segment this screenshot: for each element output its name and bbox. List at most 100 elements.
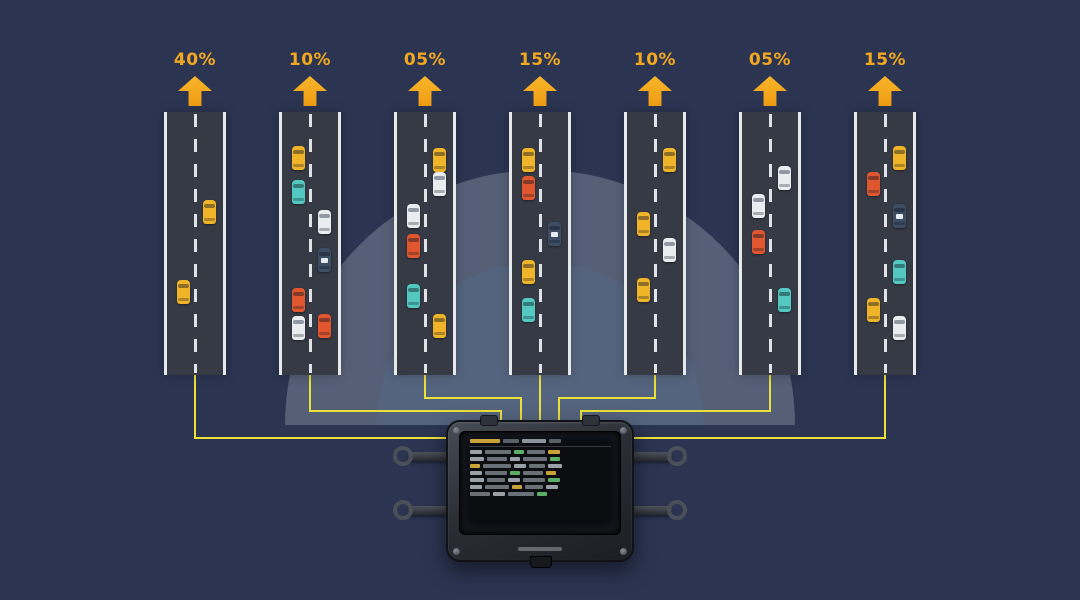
car-windshield [894,320,905,324]
car-icon [522,298,535,322]
percentage-label: 10% [633,50,677,70]
up-arrow-icon [638,76,672,106]
up-arrow-icon [293,76,327,106]
car-icon [407,234,420,258]
car-windshield [408,238,419,242]
car-windshield [868,302,879,306]
car-rear-window [434,166,445,169]
car-rear-window [868,190,879,193]
car-windshield [293,292,304,296]
connector-line [632,437,886,439]
car-icon [522,176,535,200]
car-icon [637,212,650,236]
car-windshield [523,302,534,306]
road-lane [854,112,916,375]
screen-divider [469,446,611,447]
car-icon [433,314,446,338]
car-rear-window [523,316,534,319]
car-rear-window [523,278,534,281]
car-icon [778,288,791,312]
car-rear-window [638,230,649,233]
road-lane [394,112,456,375]
car-rear-window [408,302,419,305]
corner-bolt [620,548,627,555]
device-screen [465,436,615,528]
car-windshield [664,242,675,246]
car-icon [893,260,906,284]
screen-data-table [465,439,615,496]
car-windshield [319,318,330,322]
connector-line [424,397,522,399]
car-icon [318,210,331,234]
car-windshield [894,150,905,154]
police-stripe [896,214,903,219]
car-rear-window [293,198,304,201]
device-antenna-mount [632,500,687,520]
car-windshield [293,184,304,188]
connector-line [520,397,522,422]
device-antenna-mount [632,446,687,466]
percentage-label: 15% [863,50,907,70]
percentage-label: 15% [518,50,562,70]
connector-line [309,410,502,412]
road-lane [739,112,801,375]
car-icon [407,284,420,308]
connector-line [309,375,311,411]
device-brand-label [518,547,562,551]
car-icon [548,222,561,246]
car-icon [318,314,331,338]
screen-data-row [470,478,610,482]
car-rear-window [894,164,905,167]
car-icon [292,180,305,204]
car-icon [292,316,305,340]
car-rear-window [549,240,560,243]
antenna-eyelet [667,446,687,466]
screen-data-row [470,464,610,468]
radar-device [393,415,687,568]
car-rear-window [434,332,445,335]
car-windshield [523,264,534,268]
car-rear-window [408,222,419,225]
antenna-eyelet [393,500,413,520]
screen-data-row [470,450,610,454]
car-rear-window [523,166,534,169]
car-windshield [178,284,189,288]
connector-line [580,410,771,412]
car-windshield [549,226,560,230]
car-icon [292,288,305,312]
car-icon [663,238,676,262]
screen-data-row [470,457,610,461]
car-rear-window [204,218,215,221]
car-rear-window [753,212,764,215]
car-windshield [868,176,879,180]
connector-line [194,375,196,438]
road-lane [164,112,226,375]
car-rear-window [894,222,905,225]
car-icon [663,148,676,172]
up-arrow-icon [868,76,902,106]
car-windshield [434,152,445,156]
car-rear-window [868,316,879,319]
car-icon [318,248,331,272]
up-arrow-icon [753,76,787,106]
connector-line [654,375,656,398]
car-icon [778,166,791,190]
lane-divider [653,114,657,373]
car-windshield [779,292,790,296]
police-stripe [321,258,328,263]
car-windshield [434,318,445,322]
connector-line [194,437,448,439]
car-icon [433,148,446,172]
car-icon [893,316,906,340]
car-rear-window [638,296,649,299]
connector-line [539,375,541,422]
car-windshield [894,264,905,268]
connector-line [424,375,426,398]
connector-line [558,397,560,422]
road-lane [624,112,686,375]
up-arrow-icon [523,76,557,106]
device-cable-inlet [582,415,600,426]
lane-divider [308,114,312,373]
car-windshield [204,204,215,208]
car-rear-window [523,194,534,197]
